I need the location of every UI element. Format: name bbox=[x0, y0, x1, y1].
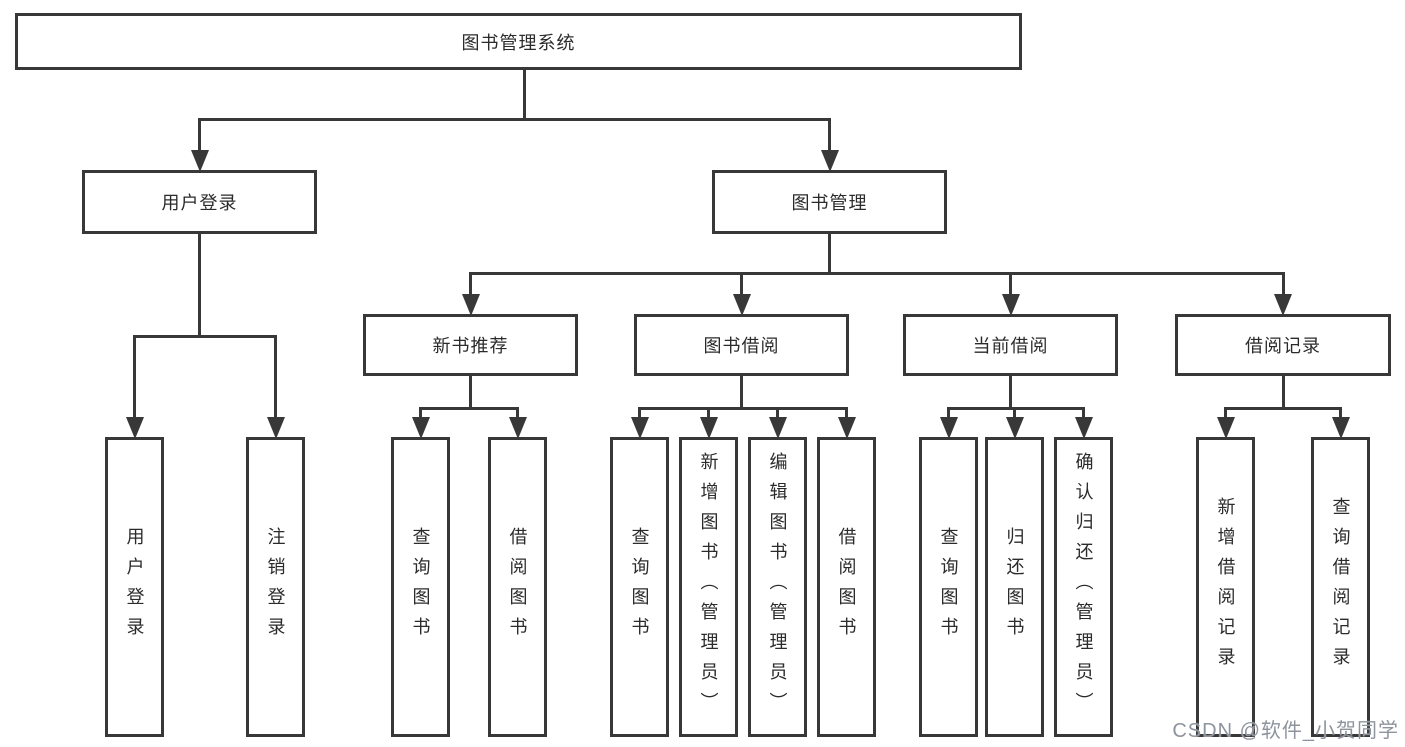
edge-borrow-arrow-down-icon bbox=[732, 294, 751, 316]
edge-drop-login bbox=[198, 118, 201, 150]
edge-new-books-arrow-down-icon bbox=[461, 294, 480, 316]
edge-leaf-logout-arrow-down-icon bbox=[266, 417, 285, 439]
node-login: 用户登录 bbox=[82, 170, 317, 234]
node-label: 查询图书 bbox=[410, 527, 431, 647]
node-label: 图书管理 bbox=[791, 193, 868, 213]
edge-bb-query-arrow-down-icon bbox=[630, 417, 649, 439]
edge-login-arrow-down-icon bbox=[190, 150, 209, 172]
edge-stem-current bbox=[1009, 376, 1012, 410]
node-label: 图书借阅 bbox=[703, 336, 780, 356]
edge-stem-manage bbox=[828, 234, 831, 275]
node-label: 确认归还（管理员） bbox=[1073, 452, 1094, 722]
node-label: 新增图书（管理员） bbox=[698, 452, 719, 722]
node-manage: 图书管理 bbox=[712, 170, 947, 234]
node-leaf-logout: 注销登录 bbox=[246, 437, 305, 737]
node-label: 借阅图书 bbox=[507, 527, 528, 647]
edge-bus-records bbox=[1224, 407, 1342, 410]
edge-drop-cb-confirm bbox=[1082, 407, 1085, 417]
node-bb-query: 查询图书 bbox=[610, 437, 669, 737]
edge-current-arrow-down-icon bbox=[1001, 294, 1020, 316]
node-br-add: 新增借阅记录 bbox=[1196, 437, 1255, 737]
edge-stem-new-books bbox=[469, 376, 472, 410]
node-label: 用户登录 bbox=[124, 527, 145, 647]
node-label: 查询借阅记录 bbox=[1330, 497, 1351, 677]
edge-bus-manage bbox=[469, 272, 1285, 275]
edge-drop-cb-query bbox=[947, 407, 950, 417]
edge-drop-bb-borrow bbox=[845, 407, 848, 417]
node-br-query: 查询借阅记录 bbox=[1311, 437, 1370, 737]
edge-drop-bb-add bbox=[707, 407, 710, 417]
node-current: 当前借阅 bbox=[903, 314, 1118, 376]
node-label: 查询图书 bbox=[938, 527, 959, 647]
edge-drop-records bbox=[1281, 272, 1285, 294]
edge-bus-current bbox=[947, 407, 1085, 410]
node-bb-add: 新增图书（管理员） bbox=[679, 437, 738, 737]
node-bb-edit: 编辑图书（管理员） bbox=[748, 437, 807, 737]
edge-bb-edit-arrow-down-icon bbox=[768, 417, 787, 439]
edge-stem-root bbox=[522, 70, 526, 121]
edge-cb-return-arrow-down-icon bbox=[1005, 417, 1024, 439]
edge-stem-borrow bbox=[740, 376, 743, 410]
edge-drop-bb-edit bbox=[776, 407, 779, 417]
node-label: 用户登录 bbox=[161, 193, 238, 213]
edge-cb-confirm-arrow-down-icon bbox=[1074, 417, 1093, 439]
edge-bus-login bbox=[133, 335, 277, 338]
edge-bus-root bbox=[198, 118, 831, 121]
edge-drop-nb-query bbox=[419, 407, 422, 417]
edge-nb-query-arrow-down-icon bbox=[411, 417, 430, 439]
edge-drop-current bbox=[1009, 272, 1012, 294]
node-label: 归还图书 bbox=[1004, 527, 1025, 647]
node-cb-query: 查询图书 bbox=[919, 437, 978, 737]
node-nb-borrow: 借阅图书 bbox=[488, 437, 547, 737]
node-label: 新书推荐 bbox=[432, 336, 509, 356]
node-label: 注销登录 bbox=[265, 527, 286, 647]
edge-manage-arrow-down-icon bbox=[820, 150, 839, 172]
edge-drop-borrow bbox=[740, 272, 743, 294]
node-bb-borrow: 借阅图书 bbox=[817, 437, 876, 737]
node-root: 图书管理系统 bbox=[15, 13, 1022, 70]
node-label: 新增借阅记录 bbox=[1215, 497, 1236, 677]
node-nb-query: 查询图书 bbox=[391, 437, 450, 737]
node-cb-return: 归还图书 bbox=[985, 437, 1044, 737]
node-records: 借阅记录 bbox=[1175, 314, 1391, 376]
edge-cb-query-arrow-down-icon bbox=[939, 417, 958, 439]
node-label: 借阅图书 bbox=[836, 527, 857, 647]
edge-drop-manage bbox=[828, 118, 831, 150]
edge-records-arrow-down-icon bbox=[1274, 294, 1292, 316]
edge-bb-borrow-arrow-down-icon bbox=[837, 417, 856, 439]
edge-drop-cb-return bbox=[1013, 407, 1016, 417]
edge-drop-br-query bbox=[1339, 407, 1342, 417]
edge-drop-leaf-login bbox=[133, 335, 136, 417]
edge-drop-bb-query bbox=[638, 407, 641, 417]
edge-drop-br-add bbox=[1224, 407, 1227, 417]
edge-br-query-arrow-down-icon bbox=[1331, 417, 1350, 439]
edge-bus-new-books bbox=[419, 407, 519, 410]
edge-nb-borrow-arrow-down-icon bbox=[508, 417, 527, 439]
edge-leaf-login-arrow-down-icon bbox=[125, 417, 144, 439]
node-label: 借阅记录 bbox=[1245, 336, 1321, 356]
edge-bus-borrow bbox=[638, 407, 848, 410]
edge-stem-login bbox=[198, 234, 201, 338]
node-leaf-login: 用户登录 bbox=[105, 437, 164, 737]
node-borrow: 图书借阅 bbox=[634, 314, 849, 376]
edge-drop-nb-borrow bbox=[516, 407, 519, 417]
edge-bb-add-arrow-down-icon bbox=[699, 417, 718, 439]
edge-drop-new-books bbox=[469, 272, 472, 294]
node-label: 当前借阅 bbox=[972, 336, 1049, 356]
edge-br-add-arrow-down-icon bbox=[1216, 417, 1235, 439]
node-label: 图书管理系统 bbox=[461, 32, 576, 53]
node-cb-confirm: 确认归还（管理员） bbox=[1054, 437, 1113, 737]
edge-drop-leaf-logout bbox=[274, 335, 277, 417]
watermark: CSDN @软件_小贺同学 bbox=[1172, 720, 1399, 742]
node-label: 查询图书 bbox=[629, 527, 650, 647]
node-label: 编辑图书（管理员） bbox=[767, 452, 788, 722]
edge-stem-records bbox=[1281, 376, 1285, 410]
node-new-books: 新书推荐 bbox=[363, 314, 578, 376]
